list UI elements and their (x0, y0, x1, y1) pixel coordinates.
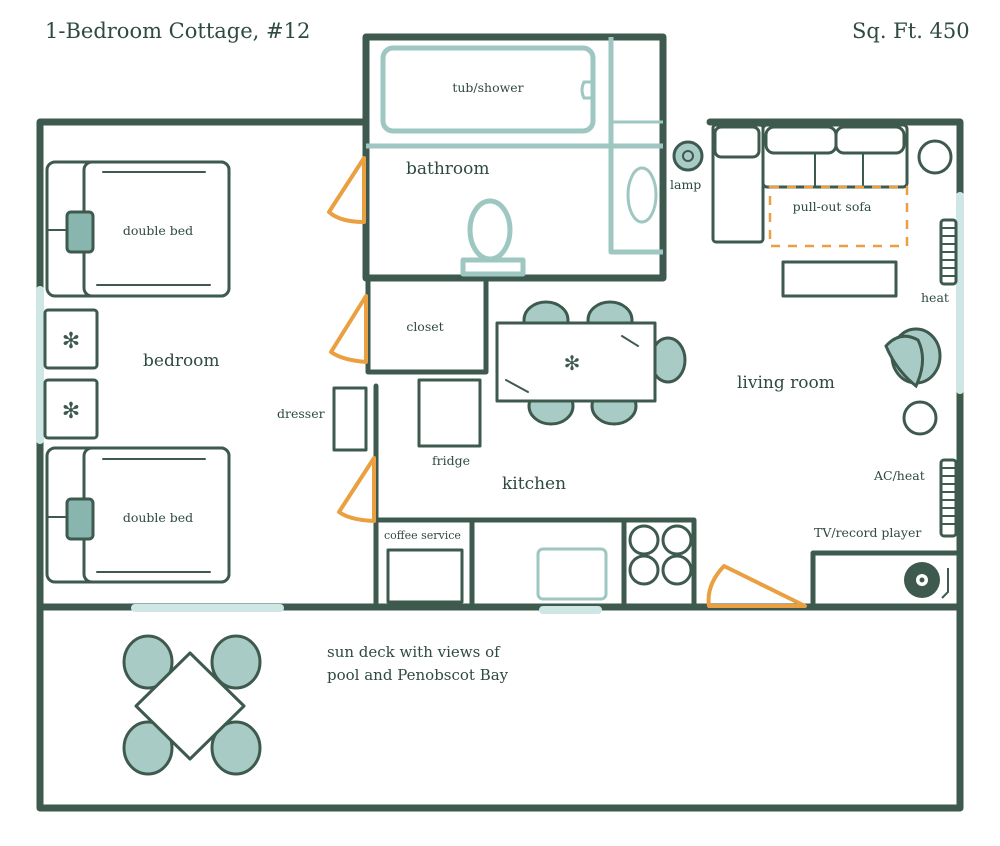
kitchen-label: kitchen (502, 474, 566, 494)
chair (122, 720, 174, 776)
tub-shower (380, 45, 596, 134)
side-table (917, 139, 953, 175)
sink (626, 166, 658, 224)
centerpiece-icon: ✻ (564, 353, 581, 375)
door-closet[interactable] (329, 294, 368, 364)
nightstand (43, 308, 99, 370)
burner-icon (661, 524, 693, 556)
double-bed-bottom-label: double bed (123, 510, 193, 525)
armchair (884, 327, 942, 389)
bedroom-label: bedroom (143, 351, 220, 371)
burner-icon (661, 554, 693, 586)
door-entry[interactable] (706, 564, 807, 608)
burner-icon (628, 554, 660, 586)
living-room-label: living room (737, 373, 835, 393)
heat-label: heat (921, 290, 949, 305)
double-bed-top-label: double bed (123, 223, 193, 238)
tub-shower-label: tub/shower (452, 80, 523, 95)
chair (210, 720, 262, 776)
plant-icon: ✻ (62, 328, 80, 353)
fridge-label: fridge (432, 453, 470, 468)
door-swings (327, 156, 807, 608)
lamp-label: lamp (670, 177, 701, 192)
pull-out-sofa-extent (768, 185, 909, 248)
double-bed-top (45, 160, 231, 298)
chair (122, 634, 174, 690)
double-bed-bottom (45, 446, 231, 584)
stovetop (628, 524, 693, 586)
lamp-icon (672, 140, 704, 172)
bathroom-label: bathroom (406, 159, 490, 179)
door-bedroom[interactable] (337, 456, 376, 523)
coffee-service-label: coffee service (384, 529, 461, 542)
chair (210, 634, 262, 690)
nightstands: ✻ ✻ (43, 308, 99, 440)
record-player (904, 562, 949, 599)
heater (939, 218, 958, 286)
door-bathroom[interactable] (327, 156, 366, 224)
burner-icon (628, 524, 660, 556)
coffee-table (781, 260, 898, 298)
dresser-label: dresser (277, 406, 325, 421)
kitchen-sink (536, 547, 608, 601)
dresser (332, 386, 368, 452)
pillow-icon (65, 210, 95, 254)
square-footage: Sq. Ft. 450 (852, 19, 970, 43)
toilet (467, 198, 513, 262)
patio-set (122, 634, 262, 776)
nightstand (43, 378, 99, 440)
dining-set: ✻ (495, 300, 687, 426)
plan-title: 1-Bedroom Cottage, #12 (45, 19, 310, 43)
plant-icon: ✻ (62, 398, 80, 423)
sun-deck-label-line1: sun deck with views of (327, 643, 501, 661)
bathroom-fixtures (366, 37, 663, 277)
fridge (417, 378, 482, 448)
ac-heat-label: AC/heat (873, 468, 925, 483)
sectional-sofa (711, 123, 909, 244)
pillow-icon (65, 497, 95, 541)
pull-out-sofa-label: pull-out sofa (793, 199, 872, 214)
sun-deck-label-line2: pool and Penobscot Bay (327, 666, 509, 684)
closet-label: closet (406, 319, 443, 334)
coffee-service (386, 548, 464, 604)
ac-heat-unit (939, 458, 958, 538)
lamp (672, 140, 704, 172)
side-table (902, 400, 938, 436)
dining-table (495, 321, 657, 403)
patio-table (134, 651, 246, 761)
tv-record-player-label: TV/record player (814, 525, 921, 540)
windows (36, 192, 964, 614)
